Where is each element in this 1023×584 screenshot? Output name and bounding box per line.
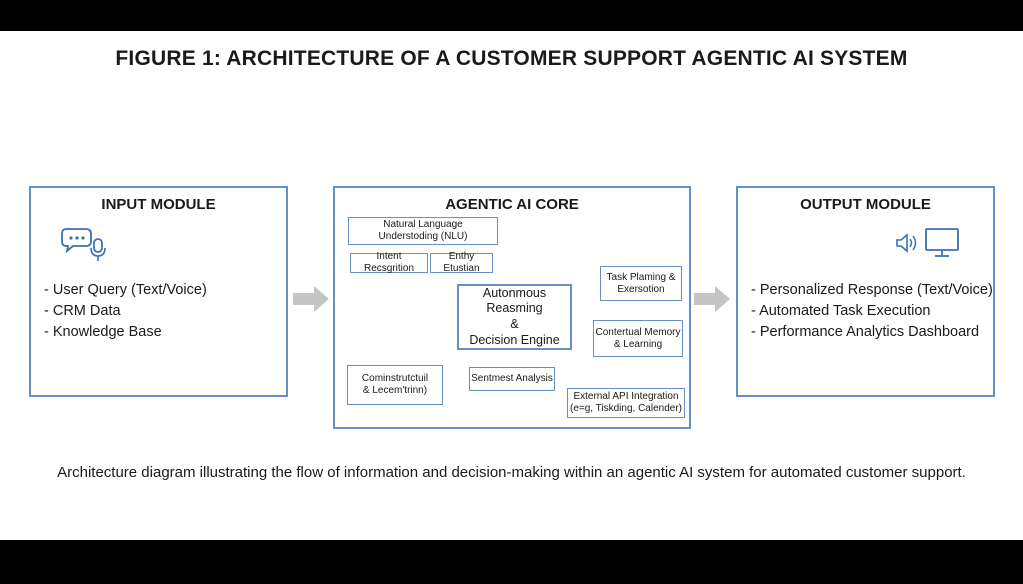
construct-box: Cominstrutctuil & Lecem'trinn) — [347, 365, 443, 405]
api-line-2: (e=g, Tiskding, Calender) — [569, 403, 682, 414]
sentiment-label: Sentmest Analysis — [471, 373, 553, 384]
output-list: Personalized Response (Text/Voice) Autom… — [751, 280, 993, 343]
input-list: User Query (Text/Voice) CRM Data Knowled… — [44, 280, 207, 343]
construct-line-1: Cominstrutctuil — [361, 373, 429, 384]
memory-box: Contertual Memory & Learning — [593, 320, 683, 357]
entity-box: Enthy Etustian — [430, 251, 493, 274]
memory-line-2: & Learning — [613, 338, 663, 350]
chat-bubble-icon — [61, 228, 92, 253]
reasoning-engine-box: Autonmous Reasming & Decision Engine — [457, 284, 572, 350]
list-item: Personalized Response (Text/Voice) — [751, 280, 993, 301]
nlu-line-2: Understoding (NLU) — [378, 231, 468, 242]
intent-label: Intent Recsgrition — [363, 251, 415, 274]
reasoning-line-4: Decision Engine — [469, 332, 560, 347]
intent-box: Intent Recsgrition — [350, 251, 428, 274]
task-planning-box: Task Plaming & Exersotion — [600, 266, 682, 301]
monitor-icon — [925, 228, 959, 257]
microphone-icon — [90, 238, 106, 261]
api-line-1: External API Integration — [573, 391, 679, 402]
reasoning-line-2: Reasming — [486, 301, 543, 316]
list-item: CRM Data — [44, 301, 207, 322]
core-module-title: AGENTIC AI CORE — [445, 196, 579, 213]
list-item: Automated Task Execution — [751, 301, 993, 322]
reasoning-line-1: Autonmous — [482, 285, 547, 300]
task-line-2: Exersotion — [617, 283, 665, 295]
list-item: Knowledge Base — [44, 322, 207, 343]
reasoning-line-3: & — [510, 317, 519, 331]
construct-line-2: & Lecem'trinn) — [362, 385, 428, 396]
speaker-icon — [896, 233, 917, 253]
api-integration-box: External API Integration (e=g, Tiskding,… — [567, 388, 685, 418]
list-item: User Query (Text/Voice) — [44, 280, 207, 301]
nlu-line-1: Natural Language — [383, 219, 463, 230]
list-item: Performance Analytics Dashboard — [751, 322, 993, 343]
figure-title: FIGURE 1: ARCHITECTURE OF A CUSTOMER SUP… — [115, 47, 908, 70]
nlu-box: Natural Language Understoding (NLU) — [348, 217, 498, 245]
entity-label: Enthy Etustian — [443, 251, 480, 274]
input-module-title: INPUT MODULE — [101, 196, 216, 213]
sentiment-box: Sentmest Analysis — [469, 367, 555, 391]
output-module-title: OUTPUT MODULE — [800, 196, 931, 213]
figure-caption: Architecture diagram illustrating the fl… — [57, 464, 966, 481]
memory-line-1: Contertual Memory — [595, 326, 681, 338]
task-line-1: Task Plaming & — [606, 271, 676, 283]
